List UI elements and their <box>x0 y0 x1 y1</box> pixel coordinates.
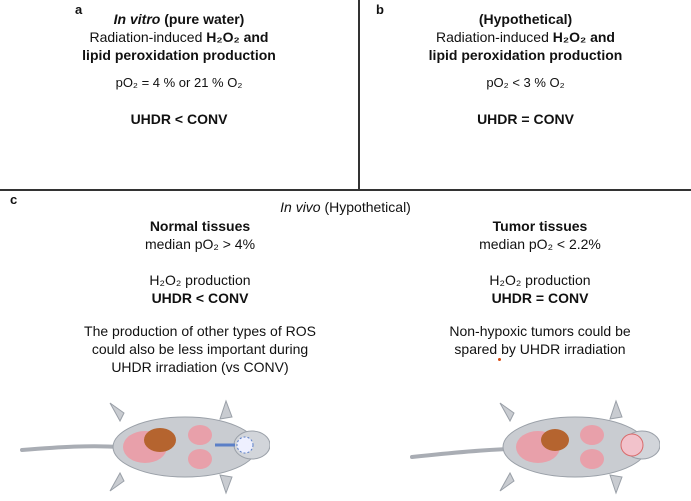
normal-note-line2: could also be less important during <box>91 341 309 357</box>
mouse-normal-illustration <box>20 399 270 495</box>
panel-b-letter: b <box>376 2 384 17</box>
panel-b-title: (Hypothetical) <box>478 11 573 27</box>
panel-b-line3: lipid peroxidation production <box>428 47 623 63</box>
panel-divider-horizontal <box>0 189 691 191</box>
tumor-result: UHDR = CONV <box>491 290 589 306</box>
panel-a-text: In vitro (pure water) Radiation-induced … <box>0 10 358 128</box>
normal-note: The production of other types of ROS cou… <box>20 322 380 376</box>
normal-h2o2: H₂O₂ production <box>149 272 251 288</box>
tumor-note: Non-hypoxic tumors could be spared by UH… <box>420 322 660 358</box>
tumor-po2: median pO₂ < 2.2% <box>479 236 601 252</box>
panel-b-po2: pO₂ < 3 % O₂ <box>486 75 565 90</box>
panel-b-result: UHDR = CONV <box>477 111 574 127</box>
panel-a-po2: pO₂ = 4 % or 21 % O₂ <box>115 75 243 90</box>
tumor-h2o2: H₂O₂ production <box>489 272 591 288</box>
normal-po2: median pO₂ > 4% <box>144 236 256 252</box>
panel-c-title: In vivo (Hypothetical) <box>280 199 411 215</box>
panel-a-result: UHDR < CONV <box>130 111 228 127</box>
panel-c-letter: c <box>10 192 18 207</box>
normal-note-line1: The production of other types of ROS <box>84 323 316 339</box>
panel-b-line2: Radiation-induced H₂O₂ and <box>436 29 615 45</box>
panel-b-text: (Hypothetical) Radiation-induced H₂O₂ an… <box>360 10 691 128</box>
panel-a-line3: lipid peroxidation production <box>82 47 276 63</box>
normal-heading: Normal tissues <box>149 218 251 234</box>
panel-a-letter: a <box>75 2 83 17</box>
normal-note-line3: UHDR irradiation (vs CONV) <box>111 359 289 375</box>
panel-a-line2: Radiation-induced H₂O₂ and <box>89 29 269 45</box>
tumor-marker-dot <box>498 358 501 361</box>
panel-a-title: In vitro (pure water) <box>113 11 245 27</box>
tumor-tissues-column: Tumor tissues median pO₂ < 2.2% H₂O₂ pro… <box>440 217 640 307</box>
panel-divider-vertical <box>358 0 360 189</box>
mouse-tumor-illustration <box>410 399 660 495</box>
tumor-note-line2: spared by UHDR irradiation <box>454 341 626 357</box>
normal-tissues-column: Normal tissues median pO₂ > 4% H₂O₂ prod… <box>90 217 310 307</box>
tumor-heading: Tumor tissues <box>492 218 588 234</box>
normal-result: UHDR < CONV <box>151 290 249 306</box>
tumor-note-line1: Non-hypoxic tumors could be <box>449 323 631 339</box>
